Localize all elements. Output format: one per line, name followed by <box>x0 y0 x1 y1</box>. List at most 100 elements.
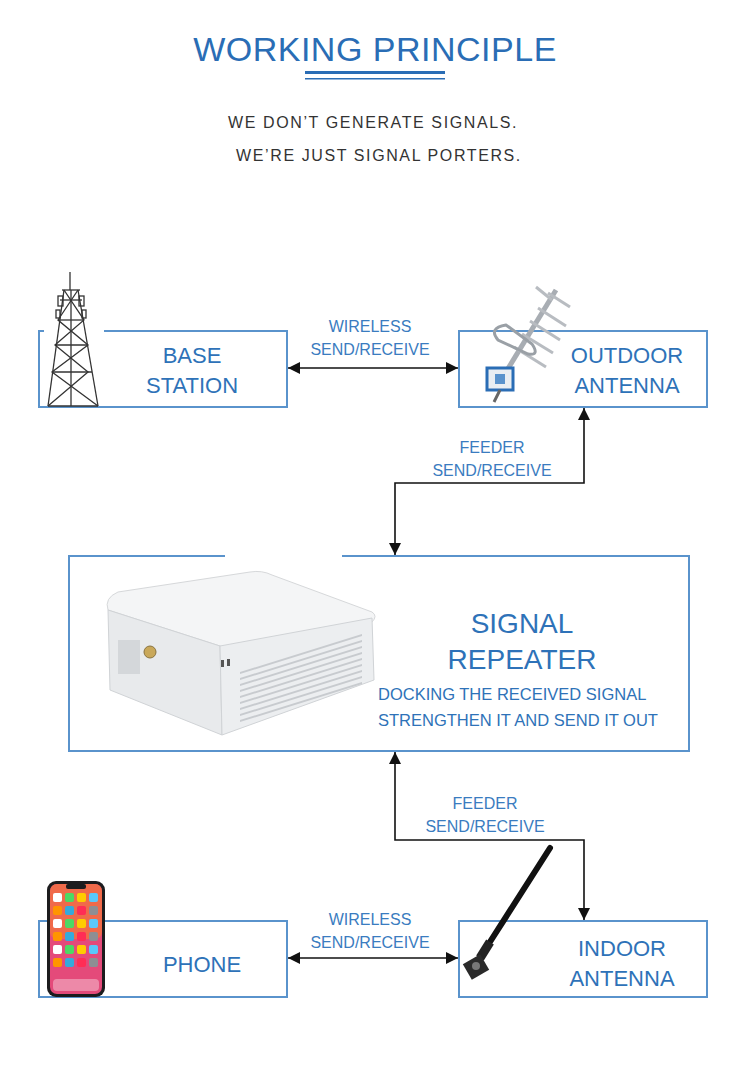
vent-slot <box>240 640 362 680</box>
app-icon <box>89 932 98 941</box>
node-label: SIGNAL REPEATER <box>412 606 632 678</box>
indoor-antenna-illustration <box>463 848 550 980</box>
app-icon <box>65 906 74 915</box>
phone-illustration <box>47 881 105 997</box>
art-rect <box>82 310 86 318</box>
art-line <box>480 942 490 958</box>
art-g <box>48 272 98 406</box>
vent-slot <box>240 682 362 722</box>
art-line <box>530 321 560 340</box>
app-icon <box>53 932 62 941</box>
art-path <box>220 618 374 735</box>
vent-slot <box>240 658 362 698</box>
edge-label: FEEDER SEND/RECEIVE <box>417 436 567 482</box>
yagi-antenna-illustration <box>487 287 570 402</box>
art-circle <box>144 646 156 658</box>
app-icon <box>77 945 86 954</box>
node-label: OUTDOOR ANTENNA <box>557 341 697 401</box>
title-underline <box>305 71 445 80</box>
app-icon <box>77 906 86 915</box>
art-circle <box>472 962 480 970</box>
border-gap <box>225 551 342 559</box>
node-description: DOCKING THE RECEIVED SIGNAL STRENGTHEN I… <box>378 681 692 733</box>
edge-label: FEEDER SEND/RECEIVE <box>410 792 560 838</box>
art-rect <box>66 884 86 889</box>
art-line <box>522 334 553 353</box>
subtitle-line: WE’RE JUST SIGNAL PORTERS. <box>4 147 750 165</box>
node-label: PHONE <box>132 950 272 980</box>
app-icon <box>89 945 98 954</box>
connector-arrow <box>395 408 584 555</box>
art-path <box>48 290 88 406</box>
art-path <box>52 290 98 406</box>
art-line <box>48 405 98 406</box>
vent-slot <box>240 664 362 704</box>
app-icon <box>65 919 74 928</box>
art-path <box>108 610 222 735</box>
node-box: BASE STATION <box>38 330 288 408</box>
app-icon <box>89 958 98 967</box>
app-icon <box>89 893 98 902</box>
art-rect <box>305 71 445 74</box>
art-line <box>55 344 88 345</box>
app-icon <box>65 893 74 902</box>
vent-slot <box>240 634 362 674</box>
app-icon <box>53 958 62 967</box>
vent-slot <box>240 652 362 692</box>
art-g <box>53 893 98 967</box>
node-label: BASE STATION <box>127 341 257 401</box>
art-rect <box>50 884 102 939</box>
app-icon <box>53 906 62 915</box>
art-rect <box>79 296 84 306</box>
connector-arrow <box>395 752 584 920</box>
vent-slot <box>240 646 362 686</box>
art-rect <box>463 954 489 980</box>
app-icon <box>89 919 98 928</box>
app-icon <box>53 893 62 902</box>
diagram-title: WORKING PRINCIPLE <box>0 30 750 69</box>
art-rect <box>221 660 224 667</box>
art-rect <box>495 374 505 384</box>
tower-illustration <box>44 266 104 406</box>
art-rect <box>58 296 63 306</box>
edge-label: WIRELESS SEND/RECEIVE <box>295 315 445 361</box>
art-rect <box>118 640 140 674</box>
art-rect <box>56 310 60 318</box>
art-rect <box>44 266 104 334</box>
app-icon <box>77 932 86 941</box>
node-label: INDOOR ANTENNA <box>552 934 692 994</box>
app-icon <box>65 945 74 954</box>
art-rect <box>305 78 445 80</box>
app-icon <box>53 945 62 954</box>
art-line <box>494 390 500 402</box>
art-line <box>70 290 71 406</box>
art-rect <box>487 368 513 390</box>
art-g <box>240 634 362 722</box>
art-line <box>536 287 552 300</box>
repeater-device-illustration <box>107 571 375 735</box>
app-icon <box>65 932 74 941</box>
connector-arrow <box>288 367 458 369</box>
art-rect <box>53 979 99 991</box>
art-line <box>538 308 566 326</box>
vent-slot <box>240 676 362 716</box>
art-rect <box>50 884 102 994</box>
art-line <box>69 272 70 290</box>
app-icon <box>53 919 62 928</box>
art-line <box>488 848 550 945</box>
art-line <box>78 290 98 406</box>
app-icon <box>89 906 98 915</box>
art-g <box>514 287 570 367</box>
edge-label: WIRELESS SEND/RECEIVE <box>295 908 445 954</box>
subtitle-line: WE DON’T GENERATE SIGNALS. <box>0 114 748 132</box>
art-line <box>58 319 84 320</box>
app-icon <box>77 958 86 967</box>
art-line <box>48 290 64 406</box>
app-icon <box>65 958 74 967</box>
connector-arrow <box>288 957 458 959</box>
app-icon <box>77 893 86 902</box>
art-line <box>52 371 92 372</box>
app-icon <box>77 919 86 928</box>
art-rect <box>227 659 230 666</box>
